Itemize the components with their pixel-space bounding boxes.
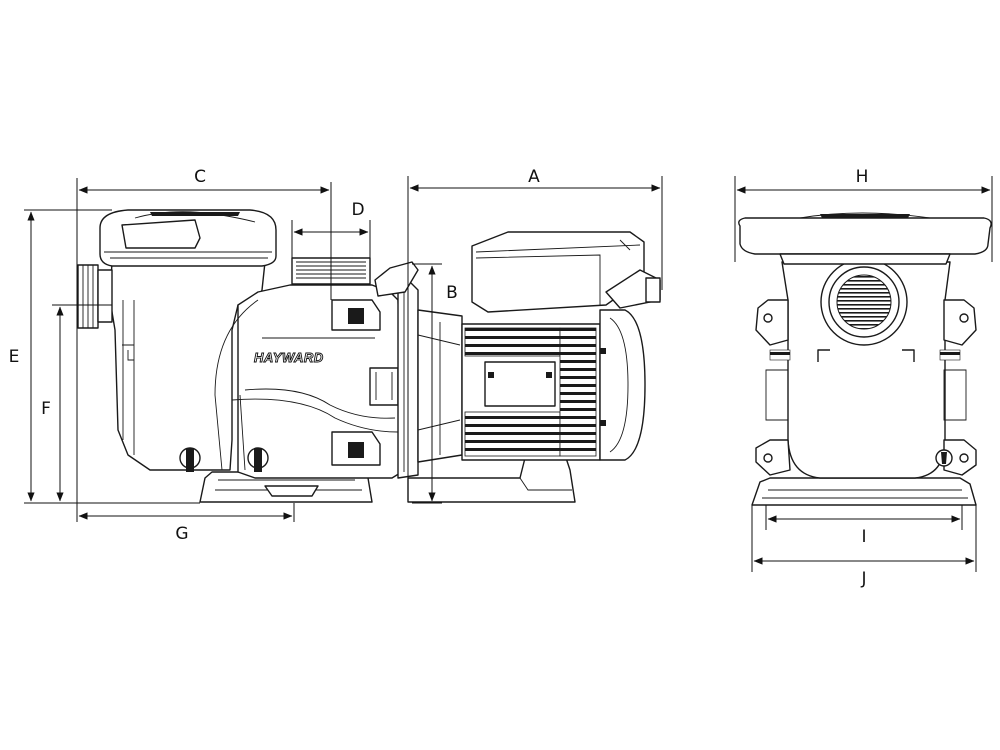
base-foot-slot bbox=[264, 485, 319, 497]
front-inlet-port bbox=[820, 258, 908, 346]
front-lock bbox=[935, 449, 953, 467]
hayward-logo: HAYWARD bbox=[254, 350, 324, 366]
dimension-lines bbox=[24, 176, 993, 572]
dim-label-f: F bbox=[41, 399, 51, 419]
dim-label-i: I bbox=[861, 527, 866, 547]
pump-side-view: HAYWARD bbox=[77, 209, 661, 503]
front-lid bbox=[738, 217, 992, 255]
dim-label-b: B bbox=[446, 283, 458, 303]
dim-label-d: D bbox=[351, 200, 364, 220]
dim-label-a: A bbox=[528, 167, 540, 187]
motor-end-cap bbox=[599, 309, 646, 461]
drain-plug-left bbox=[179, 447, 201, 472]
ear-top-left bbox=[755, 299, 789, 346]
dim-label-c: C bbox=[194, 167, 206, 187]
clamp-middle bbox=[369, 367, 399, 406]
motor-fins-bottom bbox=[464, 411, 561, 457]
dim-label-j: J bbox=[860, 569, 866, 589]
motor-fins-rear bbox=[559, 327, 597, 457]
adapter-tab bbox=[374, 261, 419, 297]
ear-bottom-left bbox=[755, 439, 791, 476]
lid-handle bbox=[121, 219, 201, 249]
pump-front-view bbox=[738, 212, 992, 506]
drain-plug-right bbox=[247, 447, 269, 472]
front-base bbox=[751, 477, 977, 506]
dim-label-e: E bbox=[9, 347, 20, 367]
svg-text:HAYWARD: HAYWARD bbox=[254, 350, 324, 365]
motor-fins-top bbox=[464, 327, 561, 357]
dimension-labels: C A D B E F G H I J bbox=[9, 167, 869, 589]
dim-label-h: H bbox=[856, 167, 869, 187]
motor-nameplate bbox=[484, 361, 556, 407]
dim-label-g: G bbox=[175, 524, 188, 544]
ear-top-right bbox=[943, 299, 977, 346]
